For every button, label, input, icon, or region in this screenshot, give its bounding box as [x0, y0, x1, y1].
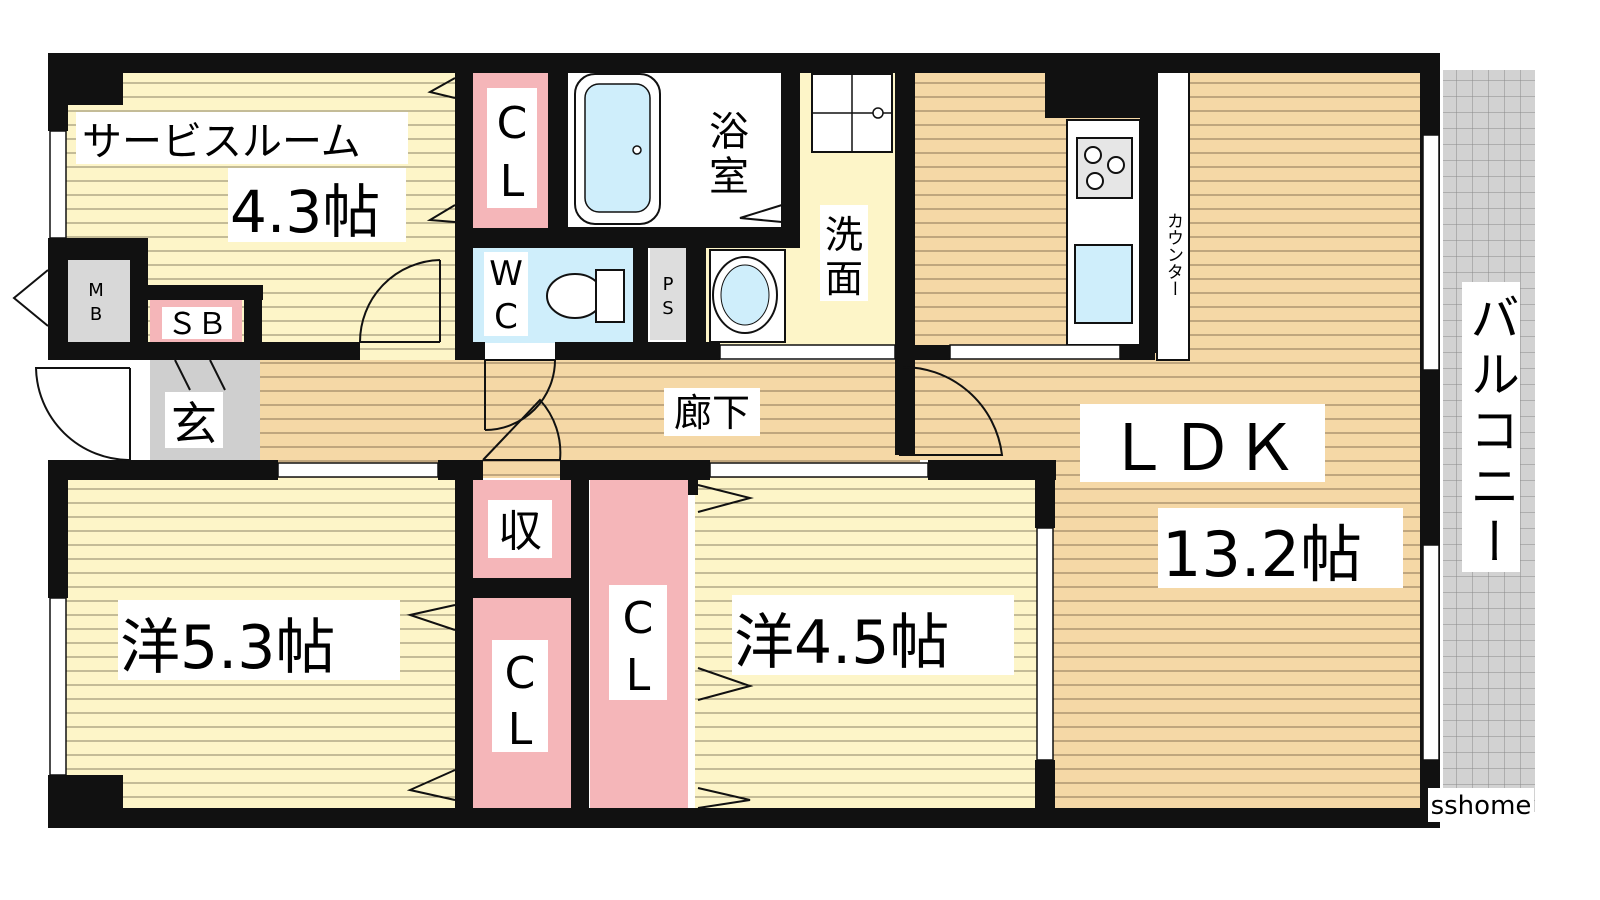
bath-label-2: 室: [709, 154, 749, 200]
ldk-size: 13.2帖: [1162, 518, 1362, 591]
closet-1-line2: L: [500, 156, 525, 207]
closet-door-1b: [426, 204, 456, 223]
service-room-door: [358, 259, 441, 343]
mb-label-1: M: [88, 280, 104, 301]
service-room-name: サービスルーム: [82, 119, 361, 165]
bath-drain: [632, 145, 642, 155]
wc-label-2: C: [494, 297, 518, 337]
ps-fill: [650, 248, 686, 340]
windows: [49, 130, 1440, 776]
bath-label-1: 浴: [709, 109, 749, 155]
sb-label: ＳＢ: [167, 307, 227, 342]
storage-label: 収: [498, 506, 542, 557]
ldk-name: ＬＤＫ: [1106, 412, 1298, 486]
closet-door-1a: [427, 77, 456, 99]
ldk-door: [899, 365, 1004, 456]
closet-3-line1: C: [623, 593, 654, 644]
labels: サービスルーム 4.3帖 C L 浴 室 洗 面 W C P S M B ＳＢ …: [76, 88, 1534, 822]
ps-label-2: S: [662, 298, 673, 319]
closet-door-3a: [697, 484, 754, 513]
mb-label-2: B: [90, 304, 102, 325]
western-room-2-label: 洋4.5帖: [734, 608, 949, 678]
bathtub-water: [584, 83, 651, 213]
sb-door: [174, 359, 226, 391]
closet-door-2b: [406, 769, 456, 801]
closet-3-line2: L: [626, 650, 651, 701]
closet-door-3c: [697, 787, 751, 809]
toilet-tank: [595, 269, 625, 323]
bath-door: [739, 204, 783, 223]
toilet-bowl: [546, 273, 604, 319]
western-room-1-label: 洋5.3帖: [120, 613, 335, 683]
doors: [12, 77, 1004, 809]
balcony-label: バルコニー: [1462, 292, 1520, 572]
hallway-floor: [260, 360, 920, 478]
closet-2-line2: L: [508, 704, 533, 755]
room2-door: [482, 398, 562, 461]
front-door: [34, 367, 131, 461]
counter-label: カウンター: [1163, 212, 1183, 297]
mb-fill: [68, 258, 130, 344]
service-room-size: 4.3帖: [230, 178, 380, 246]
wc-door: [484, 359, 557, 431]
washroom-label-1: 洗: [825, 213, 863, 257]
ps-label-1: P: [663, 274, 674, 295]
closet-door-2a: [406, 604, 456, 631]
wash-basin-water: [720, 264, 770, 326]
wc-label-1: W: [489, 254, 523, 294]
closet-1-line1: C: [497, 98, 528, 149]
entrance-label: 玄: [171, 397, 217, 451]
closet-2-line1: C: [505, 648, 536, 699]
washroom-label-2: 面: [825, 257, 863, 301]
watermark-text: sshome: [1431, 791, 1532, 821]
hallway-label: 廊下: [674, 391, 750, 435]
mb-door: [12, 269, 49, 327]
closet-door-3b: [697, 667, 754, 701]
kitchen-sink: [1074, 244, 1133, 324]
